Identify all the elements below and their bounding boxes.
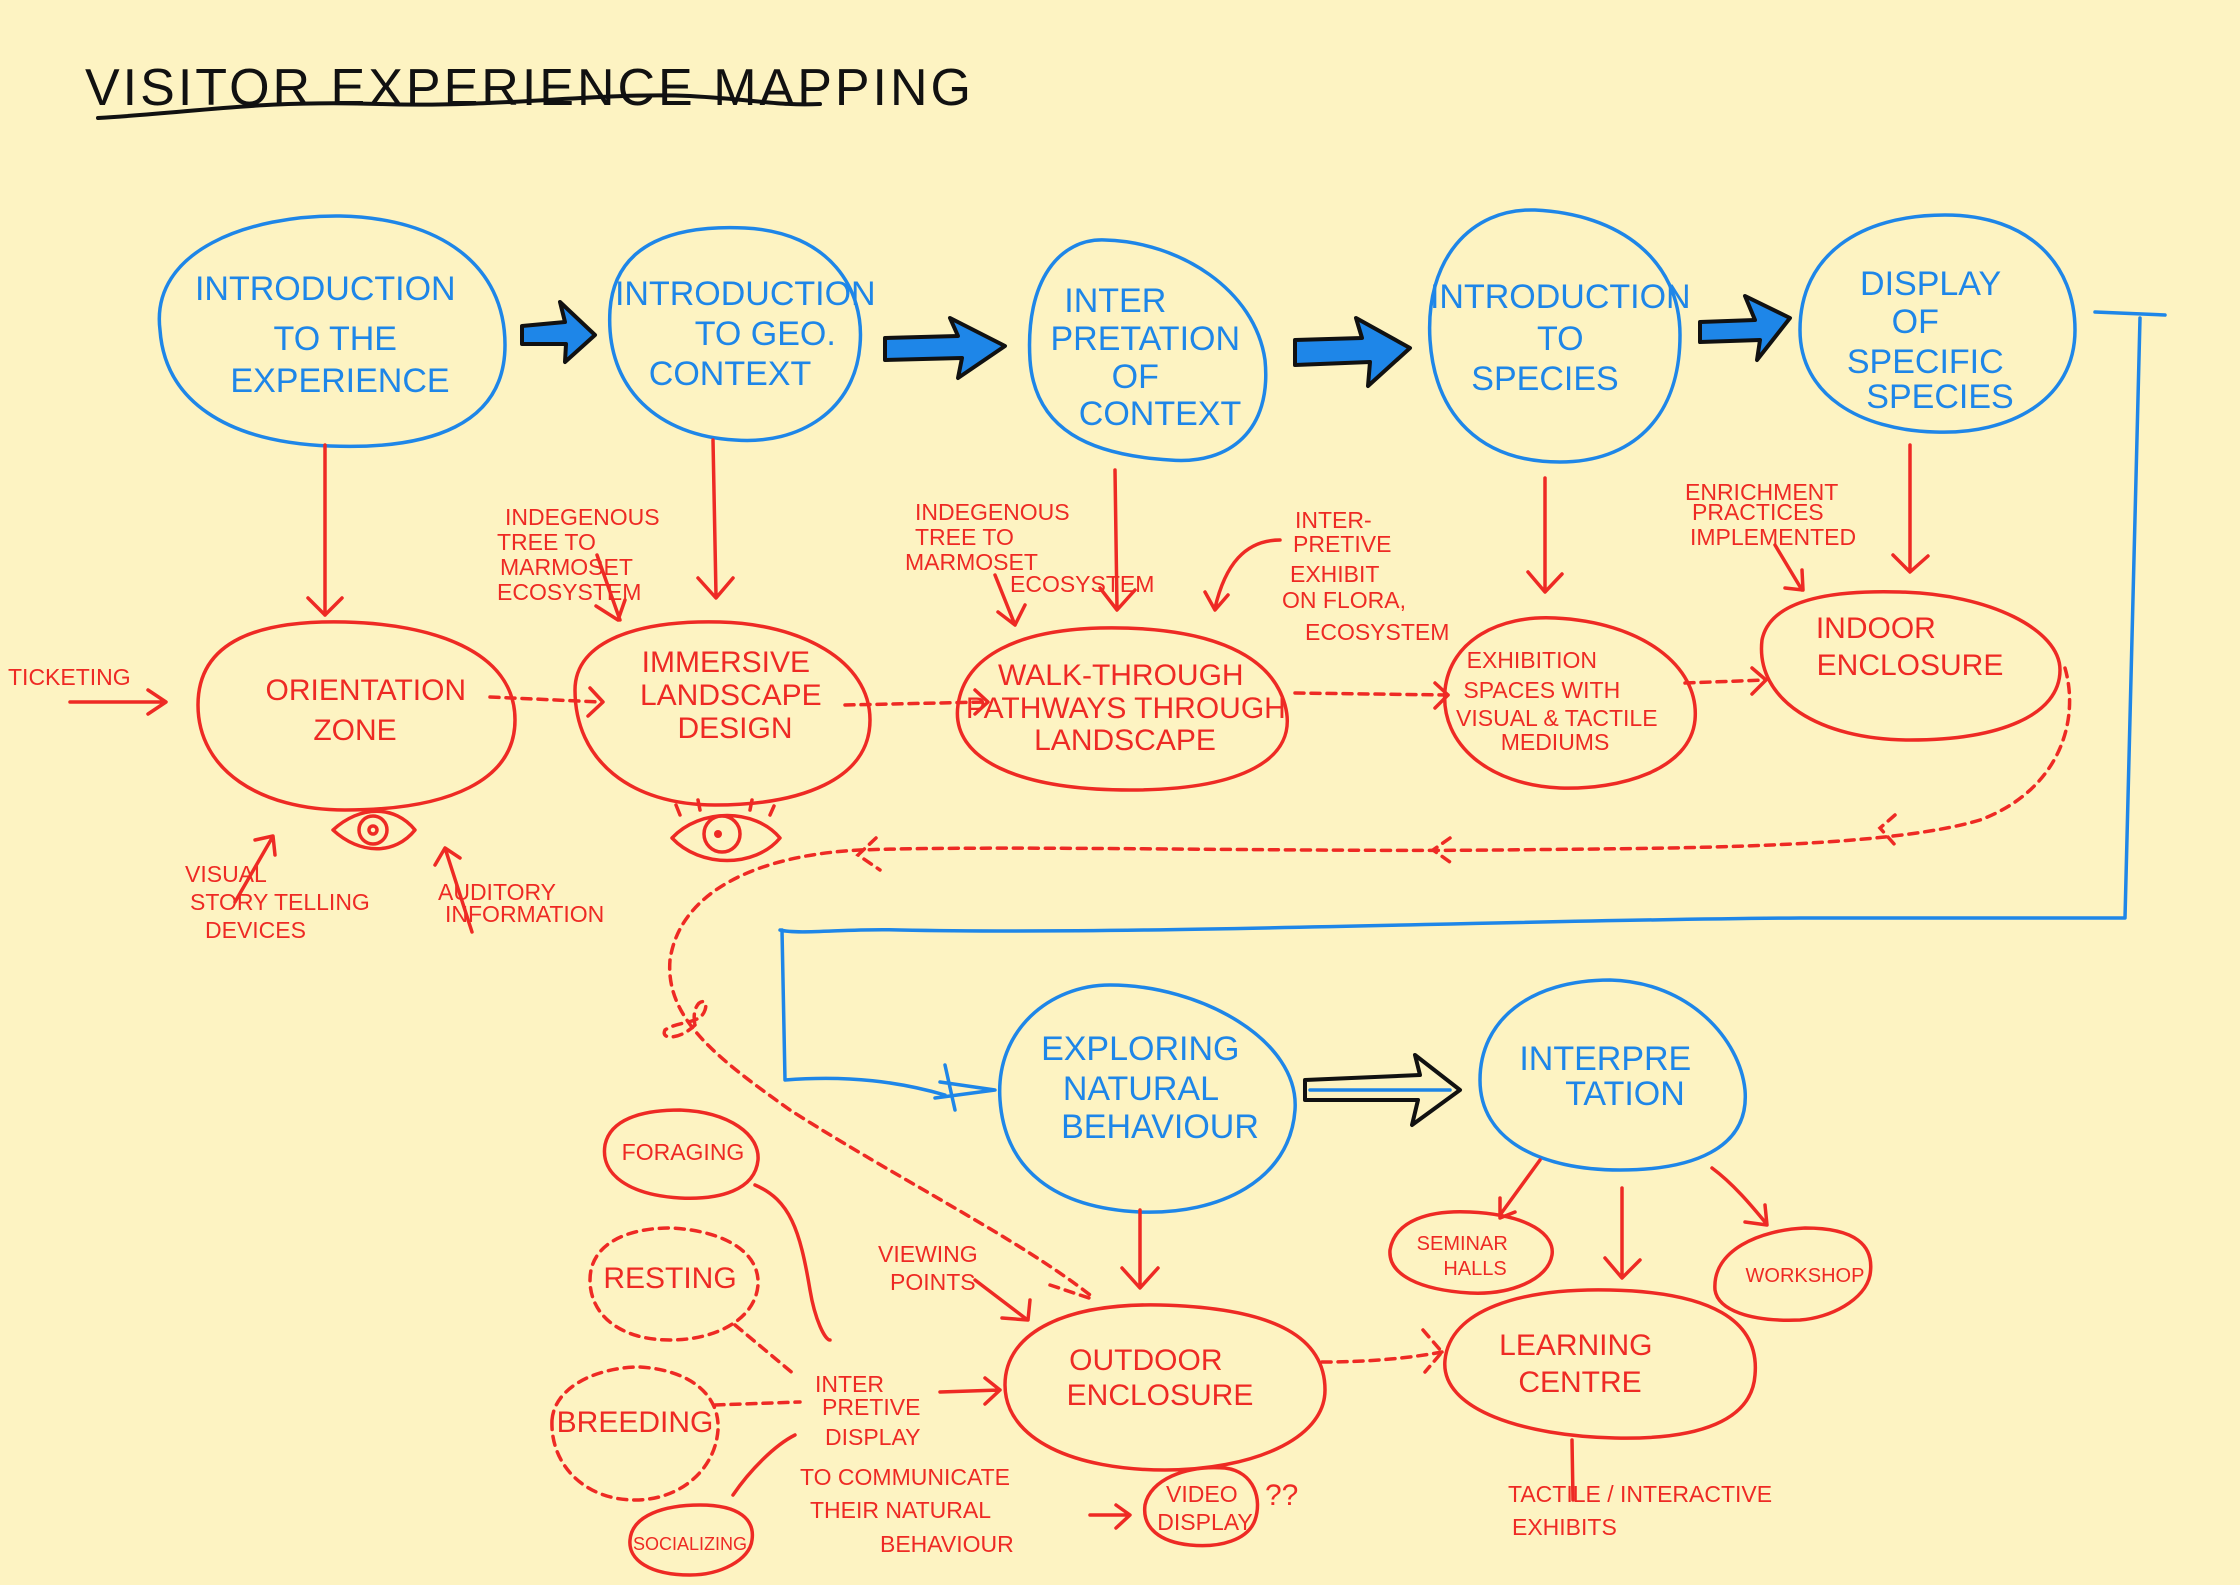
space-label: LEARNING CENTRE — [1499, 1329, 1661, 1399]
space-node-r6[interactable]: OUTDOOR ENCLOSURE — [1003, 1303, 1327, 1472]
indigenous-1-arrow — [594, 553, 627, 622]
indigenous-2-arrow — [993, 573, 1027, 627]
annotation-interpretive-display: INTER PRETIVE DISPLAY — [815, 1371, 927, 1450]
connector-resting — [733, 1323, 797, 1377]
connector-foraging — [753, 1183, 832, 1342]
node-label: SOCIALIZING — [633, 1534, 747, 1554]
space-label: ORIENTATION ZONE — [266, 674, 475, 747]
arrowhead — [586, 686, 605, 718]
space-node-r2[interactable]: IMMERSIVE LANDSCAPE DESIGN — [573, 620, 872, 807]
flow-arrow-4 — [1698, 294, 1792, 362]
node-seminar-halls[interactable]: SEMINAR HALLS — [1388, 1210, 1554, 1295]
tactile-connector — [1570, 1438, 1575, 1502]
stage-node-s6[interactable]: EXPLORING NATURAL BEHAVIOUR — [998, 983, 1297, 1214]
stage-label: INTRODUCTION TO THE EXPERIENCE — [195, 270, 465, 400]
space-node-r4[interactable]: EXHIBITION SPACES WITH VISUAL & TACTILE … — [1443, 616, 1697, 790]
flow-r4-r5 — [1683, 678, 1767, 685]
eye-icon — [331, 809, 417, 851]
arrowhead — [1421, 1328, 1445, 1374]
stage-label: EXPLORING NATURAL BEHAVIOUR — [1041, 1030, 1259, 1146]
node-breeding[interactable]: BREEDING — [550, 1365, 720, 1502]
interpretive-display-arrow — [938, 1376, 1002, 1406]
stage-node-s4[interactable]: INTRODUCTION TO SPECIES — [1427, 208, 1700, 464]
enrichment-arrow — [1773, 543, 1805, 592]
node-label: RESTING — [603, 1262, 736, 1295]
space-node-r5[interactable]: INDOOR ENCLOSURE — [1759, 590, 2062, 742]
node-label: FORAGING — [622, 1139, 745, 1165]
node-socializing[interactable]: SOCIALIZING — [628, 1503, 755, 1577]
space-label: WALK-THROUGH PATHWAYS THROUGH LANDSCAPE — [966, 659, 1294, 757]
flow-r1-r2 — [488, 695, 602, 704]
flow-r6-r7 — [1320, 1350, 1444, 1364]
node-label: BREEDING — [557, 1406, 714, 1439]
annotation-tactile: TACTILE / INTERACTIVE EXHIBITS — [1508, 1481, 1779, 1540]
node-label: VIDEO DISPLAY — [1157, 1481, 1252, 1535]
visual-arrow — [233, 834, 277, 904]
flow-r2-r3 — [843, 700, 987, 707]
node-foraging[interactable]: FORAGING — [602, 1108, 760, 1200]
annotation-enrichment: ENRICHMENT PRACTICES IMPLEMENTED — [1685, 479, 1856, 550]
arrowhead — [1429, 836, 1452, 864]
return-connector — [778, 310, 2167, 1097]
connector-arrowhead — [933, 1063, 997, 1112]
space-node-r1[interactable]: ORIENTATION ZONE — [196, 620, 517, 812]
node-workshop[interactable]: WORKSHOP — [1713, 1226, 1873, 1322]
stage-to-space-arrows — [306, 438, 1930, 1290]
space-label: EXHIBITION SPACES WITH VISUAL & TACTILE … — [1456, 647, 1664, 755]
arrowhead — [973, 688, 990, 716]
annotation-ticketing: TICKETING — [8, 664, 131, 690]
stage-label: INTERPRE TATION — [1519, 1040, 1700, 1113]
connector-breeding — [713, 1400, 802, 1407]
stage-node-s7[interactable]: INTERPRE TATION — [1478, 978, 1747, 1172]
space-label: OUTDOOR ENCLOSURE — [1067, 1344, 1254, 1412]
viewing-dash — [1048, 1283, 1097, 1302]
space-node-r3[interactable]: WALK-THROUGH PATHWAYS THROUGH LANDSCAPE — [955, 626, 1294, 792]
interpretive-exhibit-arrow — [1203, 538, 1282, 612]
arrowhead — [1750, 666, 1768, 696]
flow-r3-r4 — [1293, 691, 1450, 697]
flow-arrow-5 — [1303, 1053, 1462, 1127]
space-node-r7[interactable]: LEARNING CENTRE — [1443, 1288, 1758, 1440]
flow-arrow-2 — [883, 316, 1007, 380]
stage-label: DISPLAY OF SPECIFIC SPECIES — [1847, 265, 2014, 416]
arrowhead — [855, 836, 882, 872]
annotation-visual-storytelling: VISUAL STORY TELLING DEVICES — [185, 861, 376, 943]
node-label: WORKSHOP — [1746, 1265, 1865, 1287]
communicate-arrow — [1088, 1503, 1132, 1530]
stage-node-s3[interactable]: INTER PRETATION OF CONTEXT — [1027, 238, 1268, 463]
flow-r5-r6 — [668, 666, 2072, 1297]
annotation-question-marks: ?? — [1265, 1479, 1298, 1512]
flow-arrow-1 — [520, 300, 597, 364]
annotation-communicate: TO COMMUNICATE THEIR NATURAL BEHAVIOUR — [800, 1464, 1016, 1557]
annotation-indigenous-2: INDEGENOUS TREE TO MARMOSET ECOSYSTEM — [905, 499, 1154, 597]
flow-arrow-3 — [1293, 316, 1412, 388]
space-label: INDOOR ENCLOSURE — [1816, 612, 2004, 682]
space-label: IMMERSIVE LANDSCAPE DESIGN — [640, 646, 830, 745]
arrowhead — [1433, 681, 1450, 710]
stage-label: INTER PRETATION OF CONTEXT — [1051, 282, 1250, 433]
eye-icon — [670, 798, 782, 863]
connector-socializing — [731, 1433, 797, 1497]
annotation-viewing-points: VIEWING POINTS — [878, 1241, 984, 1295]
stage-node-s2[interactable]: INTRODUCTION TO GEO. CONTEXT — [608, 225, 885, 443]
stage-label: INTRODUCTION TO SPECIES — [1430, 278, 1700, 398]
annotation-interpretive-exhibit: INTER- PRETIVE EXHIBIT ON FLORA, ECOSYST… — [1282, 507, 1449, 645]
node-video-display[interactable]: VIDEO DISPLAY — [1143, 1465, 1260, 1548]
node-resting[interactable]: RESTING — [588, 1226, 760, 1342]
title-underline — [96, 93, 822, 120]
stage-label: INTRODUCTION TO GEO. CONTEXT — [615, 275, 885, 393]
node-label: SEMINAR HALLS — [1417, 1233, 1514, 1280]
auditory-arrow — [433, 846, 474, 934]
ticketing-arrow — [68, 688, 168, 716]
stage-node-s1[interactable]: INTRODUCTION TO THE EXPERIENCE — [157, 214, 507, 449]
stage-node-s5[interactable]: DISPLAY OF SPECIFIC SPECIES — [1798, 213, 2077, 434]
annotation-indigenous-1: INDEGENOUS TREE TO MARMOSET ECOSYSTEM — [497, 504, 666, 605]
annotation-auditory: AUDITORY INFORMATION — [438, 879, 604, 927]
viewing-points-arrow — [973, 1278, 1032, 1322]
arrowhead — [1877, 813, 1897, 847]
loop-mark — [662, 999, 708, 1039]
